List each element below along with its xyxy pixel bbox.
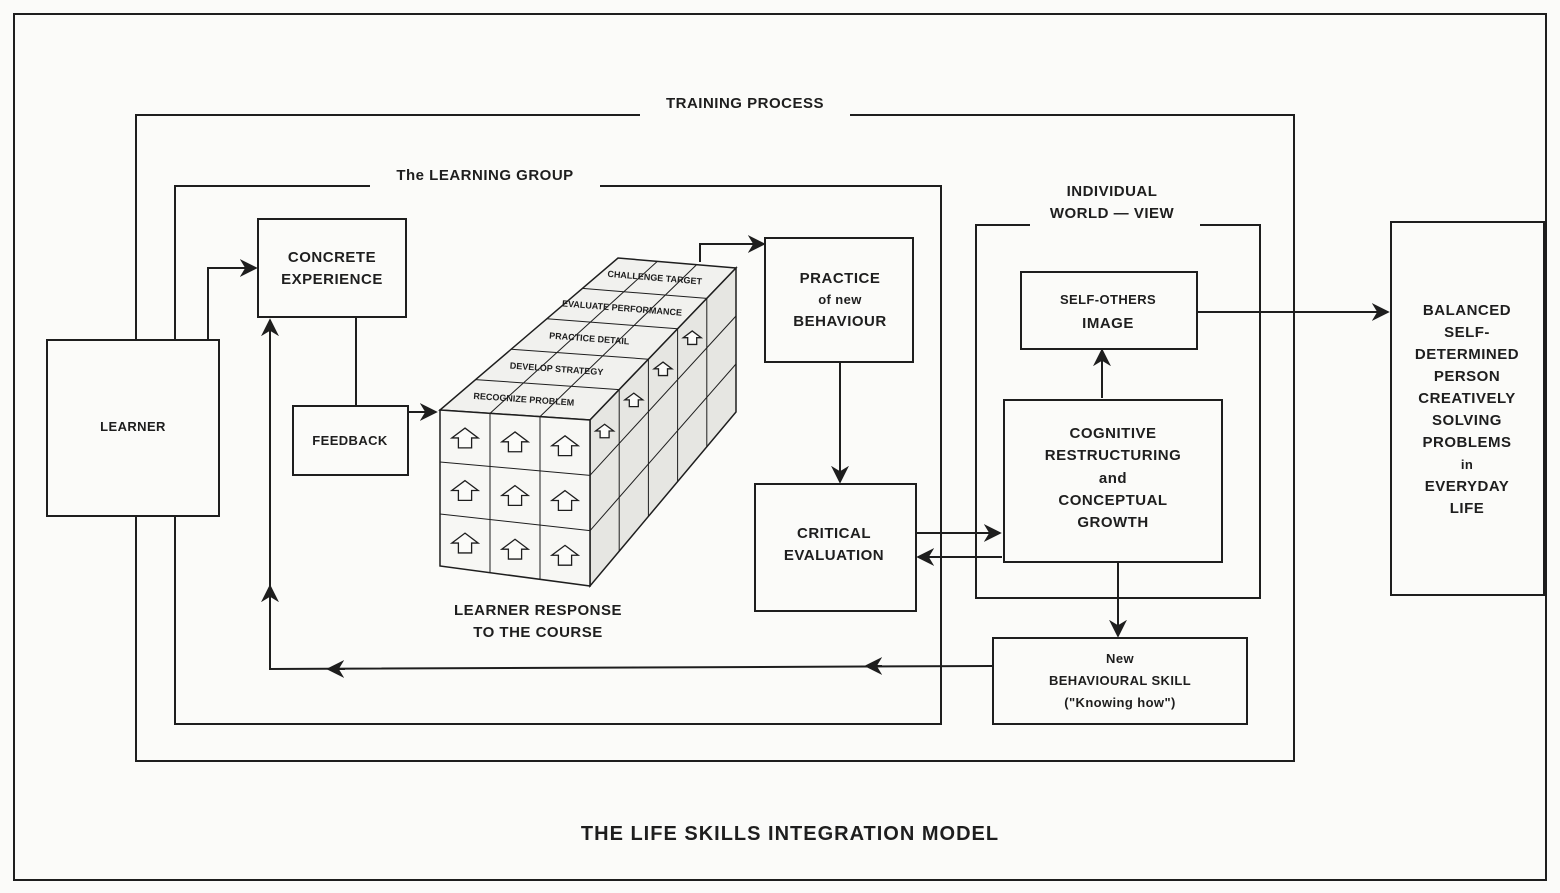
balanced-line: SOLVING bbox=[1432, 412, 1502, 429]
critical-evaluation-line2: EVALUATION bbox=[784, 547, 884, 564]
learner-label: LEARNER bbox=[100, 419, 166, 434]
cognitive-line1: COGNITIVE bbox=[1069, 425, 1156, 442]
world-view-label-line1: INDIVIDUAL bbox=[1067, 183, 1158, 200]
self-others-image-box bbox=[1021, 272, 1197, 349]
balanced-line: PROBLEMS bbox=[1422, 434, 1511, 451]
practice-line2: of new bbox=[818, 292, 862, 307]
feedback-label: FEEDBACK bbox=[312, 433, 388, 448]
arrow-cube-to-practice bbox=[700, 244, 764, 262]
balanced-line: LIFE bbox=[1450, 500, 1485, 517]
page-frame bbox=[14, 14, 1546, 880]
balanced-person-box bbox=[1391, 222, 1544, 595]
balanced-line: EVERYDAY bbox=[1425, 478, 1510, 495]
balanced-line: SELF- bbox=[1444, 324, 1490, 341]
new-skill-line2: BEHAVIOURAL SKILL bbox=[1049, 673, 1191, 688]
balanced-line: in bbox=[1461, 457, 1473, 472]
balanced-line: CREATIVELY bbox=[1418, 390, 1516, 407]
cognitive-line4: CONCEPTUAL bbox=[1058, 492, 1167, 509]
diagram-title: THE LIFE SKILLS INTEGRATION MODEL bbox=[581, 823, 999, 845]
world-view-label-line2: WORLD — VIEW bbox=[1050, 205, 1175, 222]
balanced-line: BALANCED bbox=[1423, 302, 1511, 319]
concrete-experience-line1: CONCRETE bbox=[288, 249, 376, 266]
concrete-experience-line2: EXPERIENCE bbox=[281, 271, 383, 288]
training-process-label: TRAINING PROCESS bbox=[666, 95, 824, 112]
cognitive-line5: GROWTH bbox=[1077, 514, 1148, 531]
learner-response-line2: TO THE COURSE bbox=[473, 624, 603, 641]
arrow-learner-to-concrete bbox=[208, 268, 256, 340]
balanced-line: DETERMINED bbox=[1415, 346, 1519, 363]
concrete-experience-box bbox=[258, 219, 406, 317]
critical-evaluation-line1: CRITICAL bbox=[797, 525, 871, 542]
self-others-image-line1: SELF-OTHERS bbox=[1060, 292, 1156, 307]
learning-group-label: The LEARNING GROUP bbox=[396, 167, 573, 184]
new-skill-line1: New bbox=[1106, 651, 1134, 666]
learner-response-line1: LEARNER RESPONSE bbox=[454, 602, 622, 619]
practice-line1: PRACTICE bbox=[800, 270, 881, 287]
practice-line3: BEHAVIOUR bbox=[793, 313, 886, 330]
balanced-line: PERSON bbox=[1434, 368, 1500, 385]
self-others-image-line2: IMAGE bbox=[1082, 315, 1134, 332]
cognitive-line2: RESTRUCTURING bbox=[1045, 447, 1182, 464]
cognitive-line3: and bbox=[1099, 470, 1127, 487]
new-skill-line3: ("Knowing how") bbox=[1064, 695, 1175, 710]
